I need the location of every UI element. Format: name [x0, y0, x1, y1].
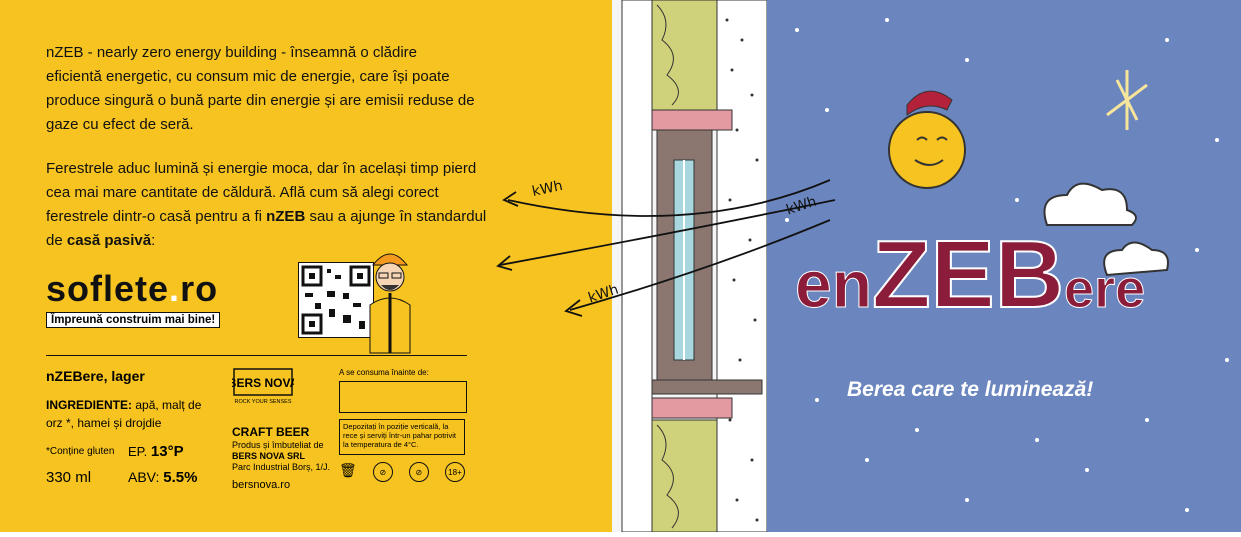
enzebere-title: enZEBere [794, 220, 1146, 329]
right-panel [767, 0, 1241, 532]
craft-beer-label: CRAFT BEER [232, 425, 310, 439]
qr-code-icon[interactable] [298, 262, 374, 338]
heat-arrows [496, 179, 836, 317]
brand-tagline: Împreună construim mai bine! [46, 312, 221, 328]
intro-paragraph: nZEB - nearly zero energy building - îns… [46, 44, 475, 133]
cloud-icon [1043, 182, 1169, 277]
no-pregnant-icon: ⊘ [372, 462, 393, 482]
ingredients: INGREDIENTE: apă, malț de orz *, hamei ș… [46, 398, 202, 430]
warning-icons: 🗑 ⊘ ⊘ 18+ [339, 462, 465, 482]
age-18-icon: 18+ [444, 462, 465, 482]
producer-info: Produs și îmbuteliat de BERS NOVA SRL Pa… [232, 440, 331, 472]
worker-mascot-icon [365, 245, 415, 355]
divider [46, 355, 467, 356]
ep-value: EP. 13°P [128, 443, 184, 460]
storage-text: Depozitați în poziție verticală, la rece… [339, 419, 465, 455]
logo-text: BERS NOVA [232, 376, 294, 390]
consume-before-label: A se consuma înainte de: [339, 368, 429, 377]
windows-paragraph: Ferestrele aduc lumină și energie moca, … [46, 160, 487, 249]
brand-logo[interactable]: soflete.ro [46, 268, 219, 309]
gluten-note: *Conține gluten [46, 446, 115, 457]
trash-icon: 🗑 [339, 462, 357, 478]
brewery-website[interactable]: bersnova.ro [232, 479, 291, 491]
date-box [339, 381, 467, 413]
bers-nova-logo: BERS NOVA ROCK YOUR SENSES [228, 365, 299, 407]
volume: 330 ml [46, 469, 92, 486]
star-icon [1106, 70, 1148, 130]
logo-subtext: ROCK YOUR SENSES [234, 399, 291, 405]
window-section [612, 0, 768, 533]
product-name: nZEBere, lager [46, 368, 145, 384]
sun-icon [888, 90, 966, 189]
no-drive-icon: ⊘ [408, 462, 429, 482]
slogan: Berea care te luminează! [847, 378, 1094, 401]
abv-value: ABV: 5.5% [128, 469, 198, 486]
